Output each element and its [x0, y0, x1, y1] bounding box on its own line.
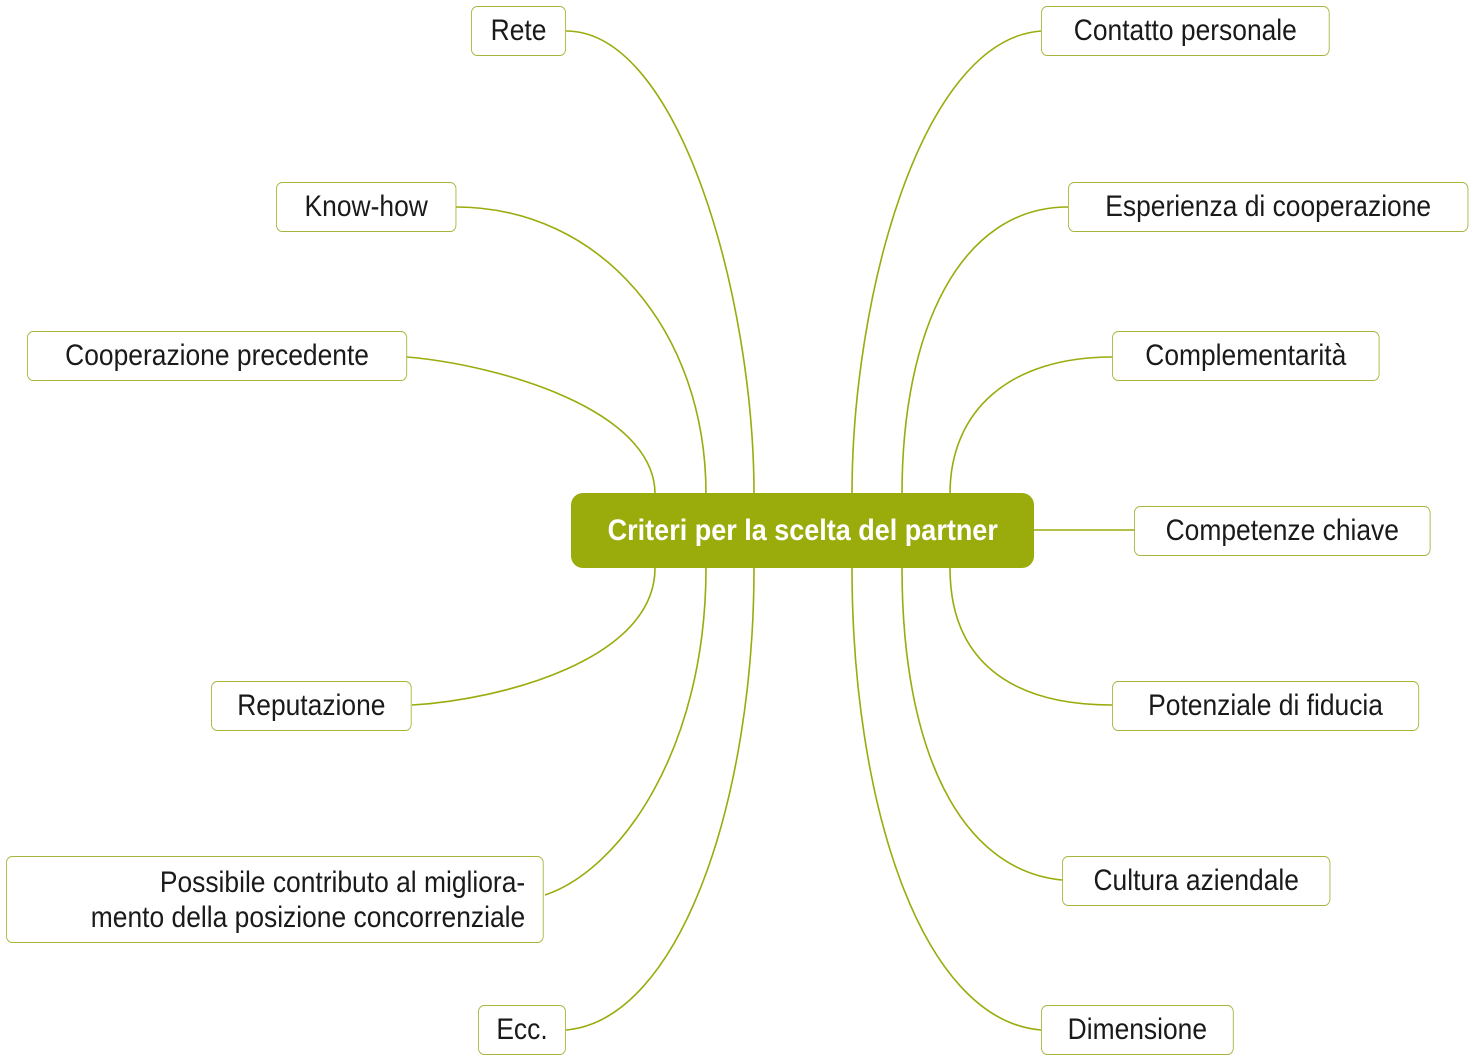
connector-know-how — [455, 206, 707, 495]
connector-complementarita — [949, 356, 1113, 495]
node-complementarita-label: Complementarità — [1145, 339, 1347, 372]
node-competenze-label: Competenze chiave — [1165, 514, 1399, 547]
node-ecc: Ecc. — [478, 1005, 566, 1055]
node-possibile-contributo: Possibile contributo al migliora- mento … — [6, 856, 544, 943]
node-dimensione: Dimensione — [1041, 1005, 1234, 1055]
connector-cultura — [901, 567, 1063, 881]
node-competenze-chiave: Competenze chiave — [1134, 506, 1431, 556]
connector-cooperazione — [406, 356, 656, 495]
node-know-how-label: Know-how — [304, 190, 428, 223]
connector-contributo — [544, 567, 707, 896]
central-topic: Criteri per la scelta del partner — [571, 493, 1034, 568]
connector-esperienza — [901, 206, 1069, 495]
node-cultura-label: Cultura aziendale — [1093, 864, 1299, 897]
node-cultura-aziendale: Cultura aziendale — [1062, 856, 1331, 906]
node-esperienza-cooperazione: Esperienza di cooperazione — [1068, 182, 1469, 232]
central-topic-label: Criteri per la scelta del partner — [607, 513, 998, 547]
connector-ecc — [565, 567, 755, 1031]
node-reputazione-label: Reputazione — [237, 689, 386, 722]
node-cooperazione-label: Cooperazione precedente — [65, 339, 369, 372]
node-contatto-label: Contatto personale — [1073, 14, 1297, 47]
node-esperienza-label: Esperienza di cooperazione — [1105, 190, 1432, 223]
node-rete: Rete — [471, 6, 567, 56]
node-contributo-line1: Possibile contributo al migliora- — [159, 865, 526, 899]
connector-dimensione — [851, 567, 1042, 1031]
node-contributo-line2: mento della posizione concorrenziale — [90, 900, 526, 934]
connector-rete — [565, 30, 755, 495]
node-potenziale-label: Potenziale di fiducia — [1148, 689, 1383, 722]
node-contatto-personale: Contatto personale — [1041, 6, 1330, 56]
node-potenziale-fiducia: Potenziale di fiducia — [1112, 681, 1420, 731]
node-reputazione: Reputazione — [211, 681, 412, 731]
node-cooperazione-precedente: Cooperazione precedente — [27, 331, 408, 381]
node-ecc-label: Ecc. — [496, 1013, 548, 1046]
node-rete-label: Rete — [490, 14, 547, 47]
connector-potenziale — [949, 567, 1113, 706]
node-know-how: Know-how — [276, 182, 457, 232]
node-complementarita: Complementarità — [1112, 331, 1380, 381]
node-dimensione-label: Dimensione — [1067, 1013, 1208, 1046]
connector-contatto — [851, 30, 1042, 495]
connector-reputazione — [411, 567, 656, 706]
